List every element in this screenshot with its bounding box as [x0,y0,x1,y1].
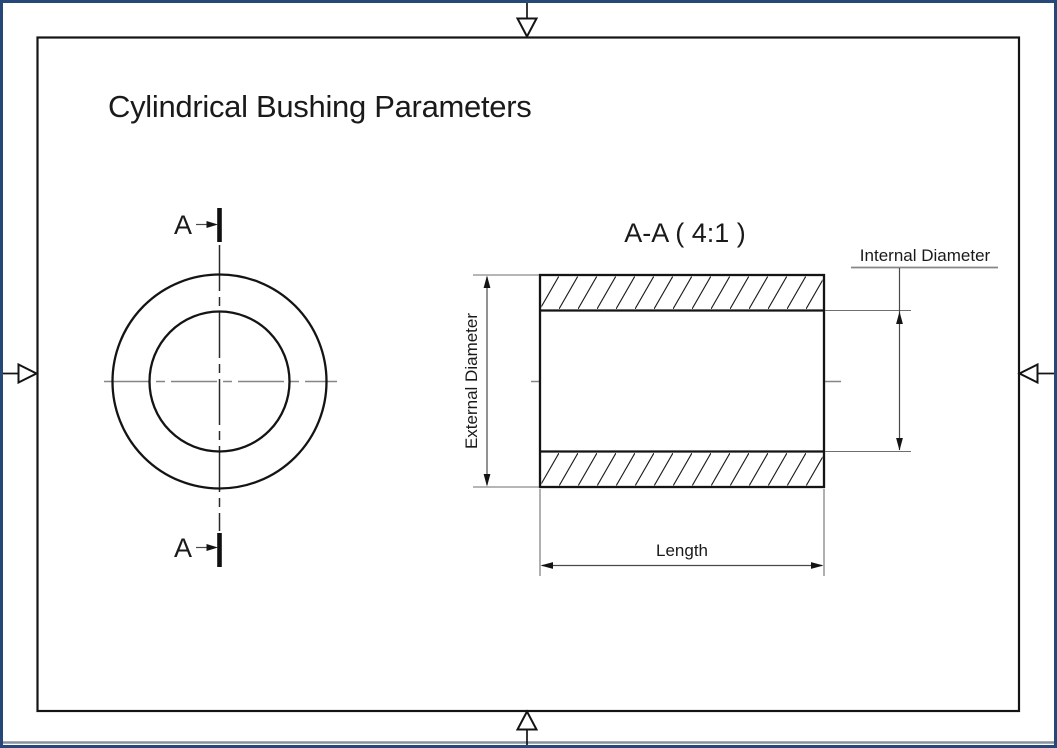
front-view: A A [104,208,337,567]
length-dimension: Length [539,489,825,576]
inner-circle [148,310,291,453]
arrow-down-icon [896,438,903,451]
border-center-marker-left [3,362,39,385]
hatch-bottom [541,453,823,486]
section-view: A-A ( 4:1 ) External Diameter Internal D… [462,218,998,576]
section-view-title: A-A ( 4:1 ) [624,218,746,248]
triangle-up-icon [515,709,539,731]
arrow-right-icon [206,221,218,228]
border-center-marker-bottom [515,709,539,745]
triangle-left-icon [1017,362,1039,385]
section-marker-bottom-label: A [174,533,192,563]
drawing-title: Cylindrical Bushing Parameters [108,89,531,124]
outer-circle [111,273,328,490]
section-marker-top: A [174,208,222,242]
arrow-left-icon [540,562,553,569]
internal-diameter-dimension: Internal Diameter [825,246,998,453]
hatch-top [541,276,823,309]
triangle-right-icon [17,362,39,385]
length-label: Length [656,541,708,560]
arrow-right-icon [811,562,824,569]
border-center-marker-right [1017,362,1054,385]
internal-diameter-label: Internal Diameter [860,246,991,265]
triangle-down-icon [515,17,539,39]
arrow-right-icon [206,544,218,551]
arrow-up-icon [896,311,903,324]
external-diameter-label: External Diameter [462,313,481,449]
section-marker-bottom: A [174,533,222,567]
section-marker-top-label: A [174,210,192,240]
border-center-marker-top [515,3,539,39]
arrow-down-icon [483,474,491,487]
arrow-up-icon [483,275,491,288]
external-diameter-dimension: External Diameter [462,274,539,488]
